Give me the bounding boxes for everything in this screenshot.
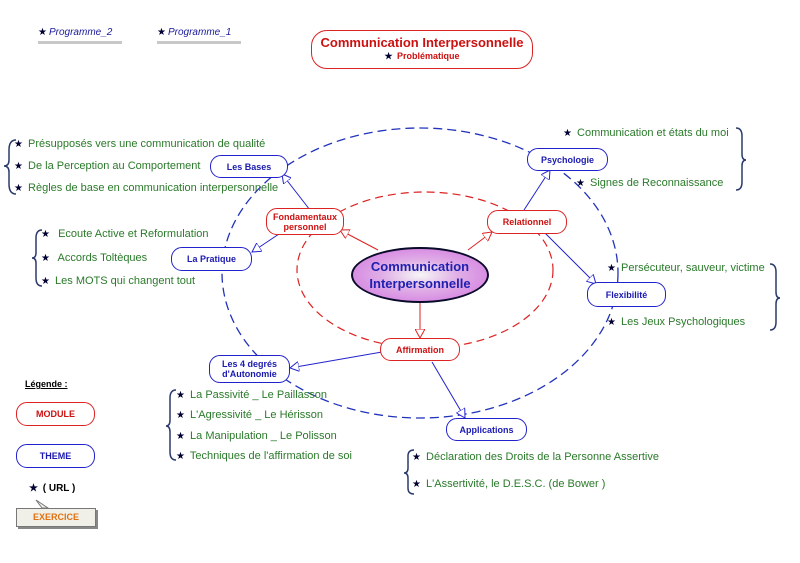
- module-fondamentaux[interactable]: Fondamentaux personnel: [266, 208, 344, 235]
- star-icon: ★: [563, 128, 572, 139]
- legend-module: MODULE: [16, 402, 95, 426]
- star-icon: ★: [41, 276, 50, 287]
- star-icon: ★: [176, 431, 185, 442]
- item-applications-1[interactable]: ★ Déclaration des Droits de la Personne …: [412, 451, 659, 463]
- item-pratique-2[interactable]: ★ Accords Toltèques: [41, 252, 148, 264]
- tab-programme-2[interactable]: ★Programme_2: [38, 27, 122, 44]
- item-bases-2[interactable]: ★ De la Perception au Comportement: [14, 160, 201, 172]
- star-icon: ★: [607, 263, 616, 274]
- theme-la-pratique[interactable]: La Pratique: [171, 247, 252, 271]
- module-relationnel[interactable]: Relationnel: [487, 210, 567, 234]
- tab-label: Programme_1: [167, 27, 232, 38]
- brace-flexibilite: [769, 263, 781, 331]
- inner-ring: [296, 191, 554, 349]
- item-pratique-3[interactable]: ★ Les MOTS qui changent tout: [41, 275, 196, 287]
- center-node[interactable]: Communication Interpersonnelle: [351, 247, 489, 303]
- star-icon: ★: [14, 161, 23, 172]
- page-title: Communication Interpersonnelle: [320, 35, 524, 50]
- item-bases-3[interactable]: ★ Règles de base en communication interp…: [14, 182, 279, 194]
- theme-psychologie[interactable]: Psychologie: [527, 148, 608, 171]
- brace-psychologie: [735, 127, 747, 191]
- link-fondamentaux-bases: [282, 174, 311, 211]
- tab-label: Programme_2: [48, 27, 113, 38]
- star-icon: ★: [412, 452, 421, 463]
- star-icon: ★: [38, 27, 47, 38]
- theme-flexibilite[interactable]: Flexibilité: [587, 282, 666, 307]
- item-flexibilite-2[interactable]: ★ Les Jeux Psychologiques: [607, 316, 746, 328]
- outer-ring: [221, 127, 619, 419]
- brace-pratique: [31, 229, 43, 287]
- item-autonomie-2[interactable]: ★ L'Agressivité _ Le Hérisson: [176, 409, 323, 421]
- link-center-relationnel: [467, 232, 492, 251]
- theme-autonomie[interactable]: Les 4 degrés d'Autonomie: [209, 355, 290, 383]
- link-relationnel-psychologie: [523, 170, 550, 211]
- star-icon: ★: [29, 483, 38, 494]
- brace-autonomie: [165, 389, 177, 461]
- link-relationnel-flexibilite: [543, 231, 596, 284]
- item-bases-1[interactable]: ★ Présupposés vers une communication de …: [14, 138, 266, 150]
- tab-programme-1[interactable]: ★Programme_1: [157, 27, 241, 44]
- link-fondamentaux-pratique: [252, 231, 283, 252]
- star-icon: ★: [384, 51, 393, 61]
- theme-applications[interactable]: Applications: [446, 418, 527, 441]
- legend-callout-tail: [35, 499, 50, 509]
- item-psychologie-2[interactable]: ★ Signes de Reconnaissance: [576, 177, 724, 189]
- link-affirmation-autonomie: [290, 351, 383, 368]
- star-icon: ★: [412, 479, 421, 490]
- item-autonomie-4[interactable]: ★ Techniques de l'affirmation de soi: [176, 450, 352, 462]
- module-affirmation[interactable]: Affirmation: [380, 338, 460, 361]
- star-icon: ★: [41, 253, 50, 264]
- star-icon: ★: [14, 139, 23, 150]
- item-psychologie-1[interactable]: ★ Communication et états du moi: [563, 127, 729, 139]
- legend-title: Légende :: [25, 379, 68, 389]
- star-icon: ★: [176, 390, 185, 401]
- item-flexibilite-1[interactable]: ★ Persécuteur, sauveur, victime: [607, 262, 765, 274]
- star-icon: ★: [14, 183, 23, 194]
- legend-exercice: EXERCICE: [16, 508, 96, 527]
- theme-les-bases[interactable]: Les Bases: [210, 155, 288, 178]
- legend-url: ★ ( URL ): [29, 483, 76, 494]
- link-affirmation-applications: [431, 361, 465, 418]
- page-subtitle[interactable]: ★ Problématique: [384, 51, 460, 61]
- star-icon: ★: [607, 317, 616, 328]
- title-box[interactable]: Communication Interpersonnelle ★ Problém…: [311, 30, 533, 69]
- star-icon: ★: [41, 229, 50, 240]
- star-icon: ★: [176, 451, 185, 462]
- star-icon: ★: [176, 410, 185, 421]
- item-autonomie-3[interactable]: ★ La Manipulation _ Le Polisson: [176, 430, 337, 442]
- link-center-fondamentaux: [340, 230, 379, 251]
- item-pratique-1[interactable]: ★ Ecoute Active et Reformulation: [41, 228, 209, 240]
- legend-theme: THEME: [16, 444, 95, 468]
- brace-applications: [403, 449, 415, 495]
- item-applications-2[interactable]: ★ L'Assertivité, le D.E.S.C. (de Bower ): [412, 478, 606, 490]
- brace-bases: [3, 139, 17, 195]
- star-icon: ★: [576, 178, 585, 189]
- item-autonomie-1[interactable]: ★ La Passivité _ Le Paillasson: [176, 389, 327, 401]
- star-icon: ★: [157, 27, 166, 38]
